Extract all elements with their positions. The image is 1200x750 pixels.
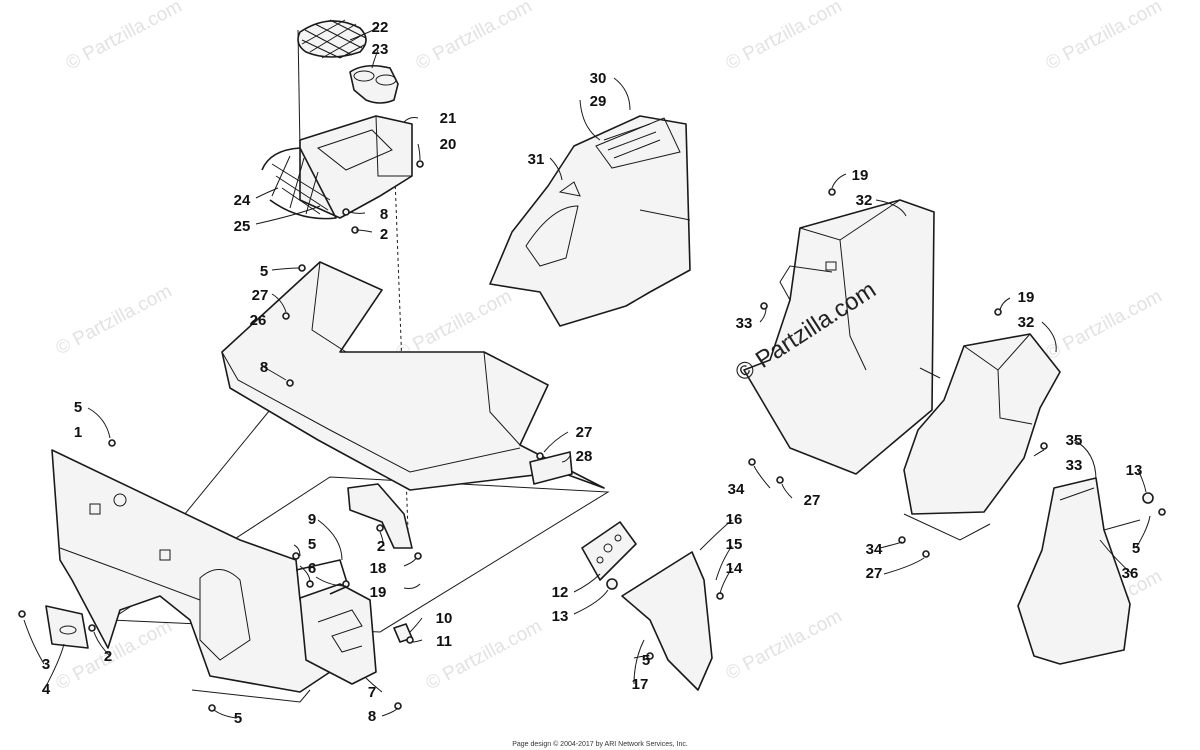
- callout-34a: 34: [728, 481, 745, 498]
- callout-12: 12: [552, 584, 569, 601]
- callout-5c: 5: [308, 536, 316, 553]
- callout-32a: 32: [856, 192, 873, 209]
- part-3-plate: [45, 605, 89, 649]
- callout-27c: 27: [804, 492, 821, 509]
- callout-5f: 5: [642, 652, 650, 669]
- callout-34b: 34: [866, 541, 883, 558]
- part-22-mesh-grille: [297, 19, 367, 59]
- watermark-tile: © Partzilla.com: [722, 606, 845, 685]
- watermark-tile: © Partzilla.com: [52, 281, 175, 360]
- callout-33a: 33: [736, 315, 753, 332]
- callout-numbers: 22 23 21 20 24 8 25 2 30 29 31 19 32 33 …: [42, 19, 1143, 727]
- callout-2: 2: [380, 226, 388, 243]
- callout-27a: 27: [252, 287, 269, 304]
- part-32-side-pod: [743, 199, 941, 475]
- callout-31: 31: [528, 151, 545, 168]
- footer-copyright: Page design © 2004-2017 by ARI Network S…: [512, 740, 688, 748]
- callout-3: 3: [42, 656, 50, 673]
- callout-23: 23: [372, 41, 389, 58]
- callout-19b: 19: [1018, 289, 1035, 306]
- callout-4: 4: [42, 681, 51, 698]
- callout-15: 15: [726, 536, 743, 553]
- part-30-console-cover: [489, 115, 691, 327]
- callout-2c: 2: [104, 648, 112, 665]
- callout-25: 25: [234, 218, 251, 235]
- part-16-mud-flap: [621, 551, 713, 691]
- part-1-front-panel: [51, 449, 341, 703]
- callout-22: 22: [372, 19, 389, 36]
- callout-19a: 19: [852, 167, 869, 184]
- watermark-tile: © Partzilla.com: [1042, 0, 1165, 74]
- callout-6: 6: [308, 560, 316, 577]
- callout-5b: 5: [74, 399, 82, 416]
- hardware-fasteners: [18, 160, 1166, 712]
- watermark-tile: © Partzilla.com: [1042, 286, 1165, 365]
- callout-8b: 8: [260, 359, 268, 376]
- callout-8c: 8: [368, 708, 376, 725]
- callout-27b: 27: [576, 424, 593, 441]
- callout-5a: 5: [260, 263, 268, 280]
- callout-36: 36: [1122, 565, 1139, 582]
- callout-26: 26: [250, 312, 267, 329]
- part-7-guard: [299, 583, 377, 685]
- callout-27d: 27: [866, 565, 883, 582]
- watermark-tile: © Partzilla.com: [62, 0, 185, 74]
- part-23-cup-holder: [349, 64, 399, 104]
- callout-13b: 13: [552, 608, 569, 625]
- watermark-tile: © Partzilla.com: [722, 0, 845, 74]
- callout-30: 30: [590, 70, 607, 87]
- callout-10: 10: [436, 610, 453, 627]
- callout-18: 18: [370, 560, 387, 577]
- callout-24: 24: [234, 192, 251, 209]
- callout-19c: 19: [370, 584, 387, 601]
- callout-32b: 32: [1018, 314, 1035, 331]
- part-18-bracket: [347, 483, 413, 549]
- callout-17: 17: [632, 676, 649, 693]
- part-26-floor-tray: [221, 261, 605, 491]
- callout-7: 7: [368, 684, 376, 701]
- part-36-side-skirt: [1017, 477, 1141, 665]
- callout-28: 28: [576, 448, 593, 465]
- callout-5e: 5: [234, 710, 242, 727]
- callout-14: 14: [726, 560, 743, 577]
- part-28-bracket: [529, 451, 573, 485]
- callout-33b: 33: [1066, 457, 1083, 474]
- callout-2b: 2: [377, 538, 385, 555]
- callout-21: 21: [440, 110, 457, 127]
- part-9-bracket: [295, 559, 349, 595]
- callout-35: 35: [1066, 432, 1083, 449]
- callout-8: 8: [380, 206, 388, 223]
- part-21-rear-cover: [299, 115, 413, 219]
- callout-20: 20: [440, 136, 457, 153]
- part-32-side-pod-right: [903, 333, 1061, 541]
- callout-9: 9: [308, 511, 316, 528]
- watermark-tile: © Partzilla.com: [412, 0, 535, 74]
- callout-13a: 13: [1126, 462, 1143, 479]
- callout-16: 16: [726, 511, 743, 528]
- part-12-bracket-plate: [581, 521, 637, 581]
- callout-5d: 5: [1132, 540, 1140, 557]
- callout-29: 29: [590, 93, 607, 110]
- callout-11: 11: [436, 633, 452, 650]
- leader-lines: [23, 27, 1151, 719]
- callout-1: 1: [74, 424, 82, 441]
- watermark-tile: © Partzilla.com: [422, 616, 545, 695]
